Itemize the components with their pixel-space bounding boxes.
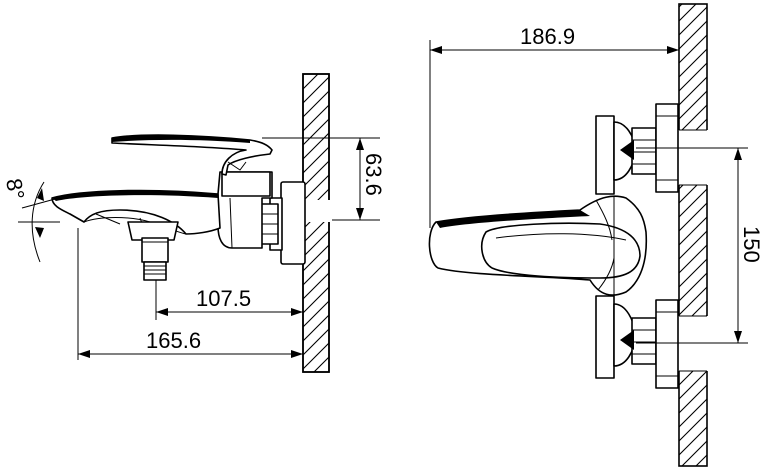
top-centers-dimension: 150 [636, 147, 760, 344]
side-diverter [127, 221, 179, 281]
spout-depth-label: 107.5 [196, 286, 251, 311]
top-lower-connector [595, 295, 679, 389]
side-lever-handle [111, 134, 273, 176]
height-label: 63.6 [361, 153, 386, 196]
top-upper-connector [595, 103, 679, 195]
angle-label: 8° [1, 177, 29, 202]
top-view: 186.9 150 [428, 3, 760, 467]
centers-label: 150 [739, 226, 760, 263]
side-view: 8° 63.6 107.5 165.6 [1, 73, 386, 373]
projection-label: 186.9 [520, 24, 575, 49]
side-mixer-body [217, 171, 273, 249]
side-depth-dimensions: 107.5 165.6 [77, 228, 303, 360]
top-wall [678, 3, 708, 467]
side-angle-dimension: 8° [1, 177, 67, 263]
top-projection-dimension: 186.9 [429, 24, 679, 228]
side-height-dimension: 63.6 [262, 137, 386, 221]
top-spout-body [428, 195, 648, 300]
total-depth-label: 165.6 [146, 328, 201, 353]
